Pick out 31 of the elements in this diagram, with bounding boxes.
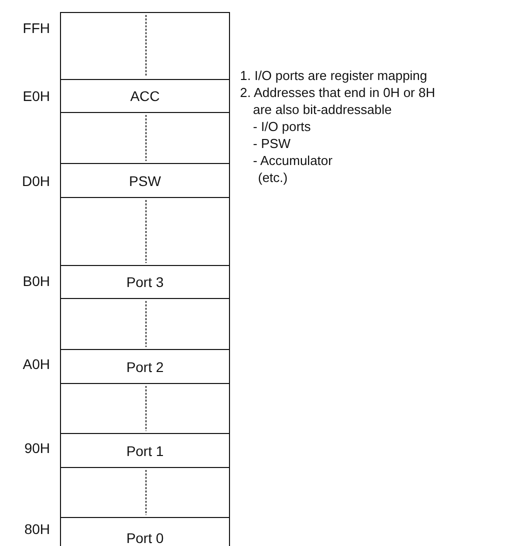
- address-label: E0H: [22, 88, 50, 104]
- address-label: A0H: [22, 356, 50, 372]
- note-text: - I/O ports: [252, 118, 311, 135]
- note-text: - PSW: [252, 135, 291, 152]
- register-name: Port 0: [126, 530, 164, 546]
- register-row: [60, 265, 230, 298]
- register-row: [60, 517, 230, 546]
- memory-gap-box: [60, 298, 230, 349]
- memory-gap-box: [60, 383, 230, 433]
- address-label: FFH: [22, 20, 50, 36]
- register-name: Port 2: [126, 358, 164, 374]
- address-label: 80H: [24, 521, 50, 537]
- register-row: [60, 163, 230, 197]
- note-text: - Accumulator: [252, 152, 332, 169]
- register-row: [60, 433, 230, 467]
- note-text: 1. I/O ports are register mapping: [240, 67, 428, 84]
- memory-gap-box: [60, 467, 230, 517]
- register-name: ACC: [130, 88, 160, 104]
- address-label: B0H: [22, 273, 50, 289]
- register-name: Port 3: [126, 274, 164, 290]
- memory-gap-box: [60, 112, 230, 163]
- register-name: PSW: [129, 172, 161, 188]
- register-row: [60, 349, 230, 383]
- note-text: 2. Addresses that end in 0H or 8H are also bit-addressable: [240, 84, 436, 118]
- address-label: 90H: [24, 440, 50, 456]
- register-name: Port 1: [126, 442, 164, 458]
- memory-gap-box: [60, 197, 230, 265]
- note-text: (etc.): [257, 169, 288, 186]
- memory-gap-box: [60, 12, 230, 79]
- address-label: D0H: [22, 173, 50, 189]
- register-row: [60, 79, 230, 112]
